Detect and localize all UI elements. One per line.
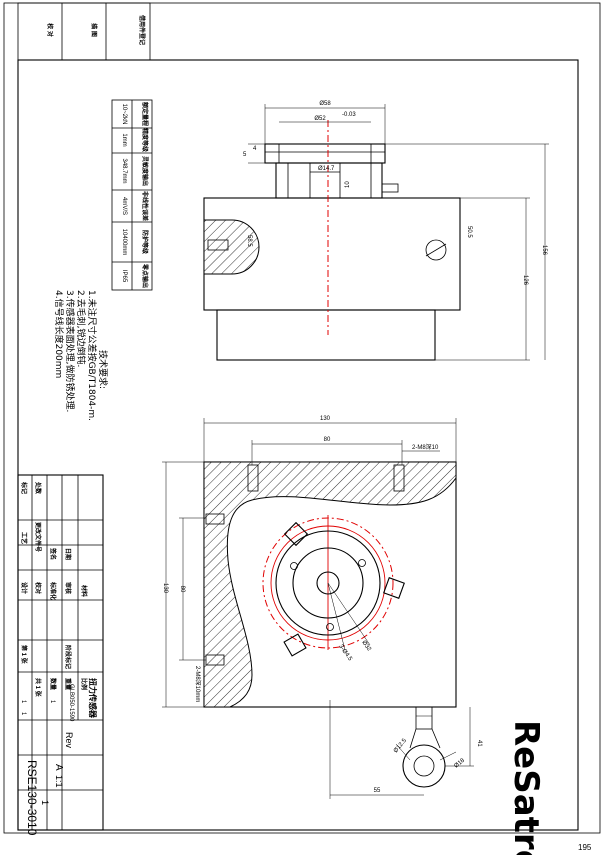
tb-material: 材料 <box>80 584 88 597</box>
dim-top-dia-tol: -0.03 <box>342 112 356 118</box>
spec-header-2: 精度等级 <box>141 128 149 152</box>
spec-value-2: 1mm <box>121 133 127 146</box>
dim-top-height-4: 4 <box>253 146 257 152</box>
note-title: 技术要求: <box>97 350 109 389</box>
tb-sheet: 第 1 张 <box>20 644 28 665</box>
front-view <box>203 120 461 361</box>
dim-top-dia-58: Ø58 <box>319 101 331 107</box>
tb-sheets: 共 1 张 <box>34 678 42 698</box>
tb-design: 设计 <box>20 582 28 594</box>
spec-value-3: 348.7mm <box>121 158 127 183</box>
tb-check: 校对 <box>34 582 42 594</box>
dim-thread-left: 2-M8深10mm <box>194 666 202 702</box>
dim-side-depth-left: 58.5 <box>246 235 252 247</box>
dim-hole-dia: Ø14.7 <box>318 166 335 172</box>
tb-standard: 标准化 <box>49 581 57 600</box>
front-flange <box>264 143 386 164</box>
dim-side-depth-right: 50.5 <box>466 226 472 238</box>
spec-header-3: 灵敏度输出 <box>141 155 149 186</box>
spec-value-1: 10~2kN <box>121 104 127 125</box>
page-number: 195 <box>578 843 592 852</box>
specs-table: 额定量程 精度等级 灵敏度输出 非线性误差 防护等级 零点输出 10~2kN 1… <box>111 99 153 291</box>
dim-width-130: 130 <box>320 416 331 422</box>
scale: 1:1 <box>54 775 64 788</box>
tb-weight-label: 重量 <box>64 678 72 690</box>
tb-approve: 审核 <box>64 582 72 594</box>
tb-zones: 处数 <box>34 481 42 495</box>
tb-date: 日期 <box>64 548 72 560</box>
dim-total-height: 156 <box>541 245 547 256</box>
product-name: 扭力传感器 <box>88 678 98 719</box>
tb-mark: 标记 <box>20 481 28 494</box>
page-total: 1 <box>20 712 26 716</box>
top-strip-label-1: 借用件登记 <box>138 14 146 45</box>
drawing-number: GLB050-1590 <box>68 684 74 722</box>
note-1: 1.未注尺寸公差按GB/T1804-m. <box>86 290 98 421</box>
tb-quantity: 1 <box>49 700 55 704</box>
dim-width-80: 80 <box>324 437 331 443</box>
dim-cable-dia: Ø12.5 <box>393 737 409 754</box>
top-view-section <box>203 461 457 708</box>
dim-body-height: 126 <box>522 275 528 286</box>
dim-cable-offset: 41 <box>476 740 482 747</box>
quantity-value: 1 <box>40 800 50 805</box>
dim-top-dia-52: Ø52 <box>314 116 326 122</box>
tb-scale-label: 比例 <box>80 678 88 690</box>
spec-value-6: IP65 <box>121 270 127 283</box>
tb-stage: 阶段标记 <box>64 645 72 669</box>
dim-top-height-5: 5 <box>243 152 247 158</box>
dim-cable-length: 55 <box>374 788 381 794</box>
dim-height-130: 130 <box>162 583 168 594</box>
inner-frame <box>17 59 579 831</box>
revision-label: Rev <box>64 732 74 749</box>
spec-value-5: 10400mm <box>121 229 127 256</box>
top-strip-label-3: 校 对 <box>46 23 54 37</box>
note-4: 4.信号线长度200mm <box>53 290 65 378</box>
tb-process: 工艺 <box>20 532 28 544</box>
dim-hole-depth: 10 <box>345 181 351 188</box>
dim-thread-top: 2-M8深10 <box>412 443 439 451</box>
top-strip-label-2: 描 图 <box>90 23 98 37</box>
tb-quantity-label: 数量 <box>49 678 57 690</box>
front-dimensions: Ø58 Ø52 -0.03 4 5 Ø14.7 10 58.5 50.5 126… <box>224 101 549 361</box>
top-strip: 借用件登记 描 图 校 对 <box>17 2 151 61</box>
front-base <box>216 309 436 361</box>
tb-sign: 签名 <box>49 547 57 560</box>
technical-notes: 技术要求: 1.未注尺寸公差按GB/T1804-m. 2.去毛刺,锐边倒钝. 3… <box>53 290 109 421</box>
note-2: 2.去毛刺,锐边倒钝. <box>75 290 87 367</box>
spec-header-1: 额定量程 <box>141 102 149 126</box>
brand-logo: ReSatron <box>506 720 546 855</box>
spec-header-5: 防护等级 <box>141 230 149 254</box>
revision: A <box>53 764 64 771</box>
dim-height-80: 80 <box>179 586 185 593</box>
outer-frame <box>3 2 601 834</box>
spec-header-6: 零点输出 <box>141 263 149 288</box>
spec-value-4: 4mV/S <box>121 197 127 215</box>
model-number: RSE130-3010 <box>25 760 39 836</box>
dim-pcd: Ø32 <box>360 640 372 653</box>
note-3: 3.传感器表面处理,做防锈处理. <box>64 290 76 412</box>
spec-header-4: 非线性误差 <box>141 191 149 221</box>
dim-hole-pattern: 3-Ø4.5 <box>337 644 353 663</box>
tb-doc-no: 更改文件号 <box>34 522 42 552</box>
title-block: 标记 处数 更改文件号 设计 校对 工艺 标准化 审核 签名 日期 材料 阶段标… <box>17 474 104 836</box>
dim-eye-dia: Ø18 <box>453 757 466 769</box>
page-of: 1 <box>20 700 26 704</box>
